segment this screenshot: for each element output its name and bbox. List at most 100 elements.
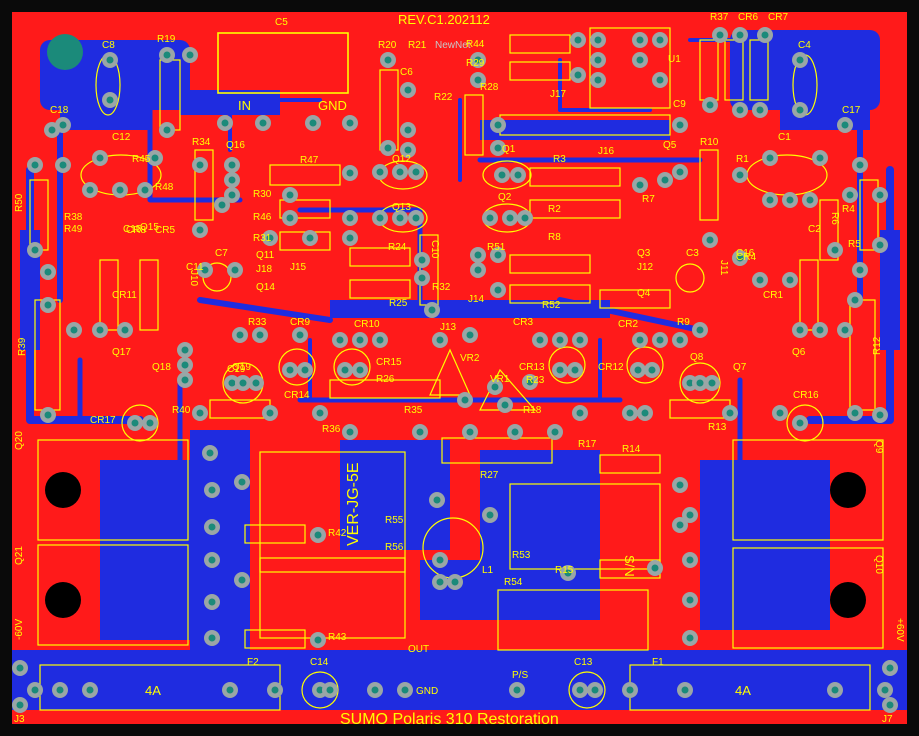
pad-hole [401, 686, 409, 694]
pad-hole [208, 556, 216, 564]
pad-hole [371, 686, 379, 694]
designator-cr13: CR13 [519, 362, 545, 373]
pad-hole [648, 366, 656, 374]
designator-r36: R36 [322, 424, 341, 435]
designator-j15: J15 [290, 262, 307, 273]
designator-r20: R20 [378, 40, 397, 51]
designator-q18: Q18 [152, 362, 171, 373]
pad-hole [786, 276, 794, 284]
designator-q9: Q9 [873, 440, 884, 454]
designator-c18: C18 [50, 105, 69, 116]
plus60-label: +60V [894, 618, 905, 642]
pad-hole [816, 326, 824, 334]
designator-j12: J12 [637, 262, 654, 273]
designator-q2: Q2 [498, 192, 512, 203]
j7-label: J7 [882, 714, 893, 725]
pad-hole [536, 336, 544, 344]
designator-r10: R10 [700, 137, 719, 148]
pad-hole [326, 686, 334, 694]
pad-hole [686, 379, 694, 387]
pad-hole [494, 286, 502, 294]
pad-hole [474, 76, 482, 84]
pad-hole [418, 274, 426, 282]
pad-hole [228, 191, 236, 199]
pad-hole [856, 161, 864, 169]
gnd-top-label: GND [318, 98, 347, 113]
designator-c11: C11 [186, 262, 204, 273]
pad-hole [271, 686, 279, 694]
f1-rating: 4A [735, 683, 751, 698]
pad-hole [831, 246, 839, 254]
designator-q8: Q8 [690, 352, 704, 363]
pad-hole [376, 168, 384, 176]
pad-hole [121, 326, 129, 334]
designator-q4: Q4 [637, 288, 651, 299]
designator-r7: R7 [642, 194, 655, 205]
designator-r1: R1 [736, 154, 749, 165]
designator-vr1: VR1 [490, 374, 510, 385]
pad-hole [626, 409, 634, 417]
pad-hole [636, 36, 644, 44]
pad-hole [736, 31, 744, 39]
pad-hole [106, 96, 114, 104]
designator-c8: C8 [102, 40, 115, 51]
pad-hole [656, 76, 664, 84]
pad-hole [116, 186, 124, 194]
pad-hole [231, 266, 239, 274]
designator-r21: R21 [408, 40, 427, 51]
pad-hole [196, 409, 204, 417]
pad-hole [376, 336, 384, 344]
pad-hole [418, 256, 426, 264]
pad-hole [31, 161, 39, 169]
pad-hole [301, 366, 309, 374]
pad-hole [576, 686, 584, 694]
designator-j13: J13 [440, 322, 457, 333]
designator-j14: J14 [468, 294, 485, 305]
pad-hole [776, 409, 784, 417]
designator-r40: R40 [172, 405, 191, 416]
pad-hole [556, 366, 564, 374]
pad-hole [686, 596, 694, 604]
designator-r13: R13 [708, 422, 727, 433]
designator-r4: R4 [842, 204, 855, 215]
pad-hole [706, 101, 714, 109]
designator-q21: Q21 [14, 546, 25, 565]
designator-r50: R50 [14, 193, 25, 212]
designator-r25: R25 [389, 298, 408, 309]
designator-c6: C6 [400, 67, 413, 78]
designator-r3: R3 [553, 154, 566, 165]
pad-hole [736, 106, 744, 114]
pad-hole [218, 201, 226, 209]
designator-cr11: CR11 [112, 290, 137, 301]
pad-hole [736, 171, 744, 179]
designator-r44: R44 [466, 39, 485, 50]
pad-hole [851, 409, 859, 417]
designator-cr10: CR10 [354, 319, 380, 330]
pad-hole [486, 214, 494, 222]
designator-c3: C3 [686, 248, 699, 259]
pad-hole [286, 191, 294, 199]
pad-hole [501, 401, 509, 409]
pad-hole [756, 106, 764, 114]
pad-hole [786, 196, 794, 204]
designator-cr15: CR15 [376, 357, 402, 368]
pad-hole [594, 36, 602, 44]
designator-c9: C9 [673, 99, 686, 110]
out-label: OUT [408, 644, 429, 655]
pad-hole [201, 266, 209, 274]
pad-hole [238, 576, 246, 584]
pad-hole [296, 331, 304, 339]
designator-r43: R43 [328, 632, 347, 643]
left-vertical-note: VER-JG-5E [345, 462, 362, 546]
pad-hole [676, 121, 684, 129]
designator-r56: R56 [385, 542, 404, 553]
designator-r23: R23 [526, 375, 545, 386]
pad-hole [796, 56, 804, 64]
pad-hole [716, 31, 724, 39]
board-footer: SUMO Polaris 310 Restoration [340, 711, 559, 728]
pad-hole [376, 214, 384, 222]
designator-c2: C2 [808, 224, 821, 235]
pad-hole [841, 121, 849, 129]
pad-hole [226, 686, 234, 694]
pad-hole [341, 366, 349, 374]
